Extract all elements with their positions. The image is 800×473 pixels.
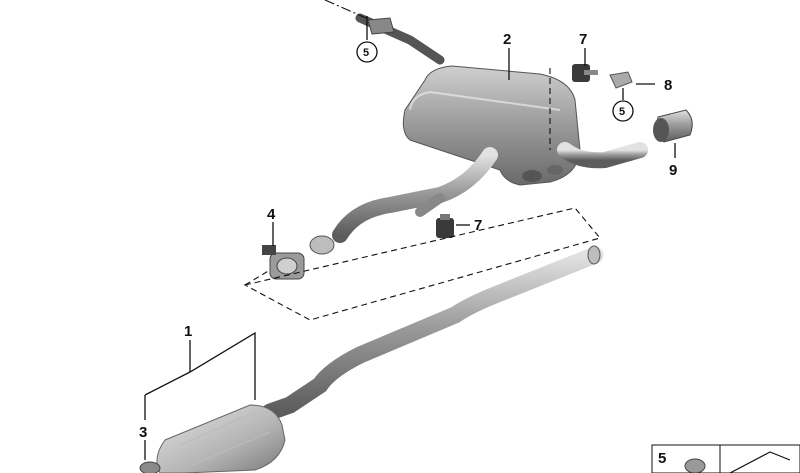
callout-4: 4: [267, 206, 276, 223]
legend-arrow-icon: [729, 451, 791, 473]
pipe-end-left: [309, 235, 335, 255]
callout-2: 2: [503, 31, 511, 48]
callout-3: 3: [139, 424, 147, 441]
callout-7-upper: 7: [579, 31, 587, 48]
bracket-8: [609, 71, 633, 89]
callout-8: 8: [664, 77, 672, 94]
clamp-4: [262, 245, 305, 280]
dashed-link: [244, 269, 271, 286]
rear-muffler: [402, 65, 581, 186]
legend-nut-icon: [684, 458, 706, 473]
legend-box: 5: [651, 444, 800, 473]
center-pipe: [261, 246, 604, 421]
callout-5a: 5: [363, 47, 369, 59]
y-pipe: [332, 147, 498, 243]
callout-1: 1: [184, 323, 192, 340]
leader-1-bracket: [144, 331, 256, 400]
callout-7-lower: 7: [474, 217, 482, 234]
callout-5a-circle: [356, 41, 378, 63]
dashed-boundary: [243, 207, 601, 321]
rubber-hanger-7-upper: [572, 64, 598, 82]
tail-pipe-right: [557, 142, 648, 169]
callout-5b: 5: [619, 106, 625, 118]
callout-9: 9: [669, 162, 677, 179]
small-clamp-top: [367, 17, 395, 35]
legend-key-label: 5: [658, 450, 666, 467]
rubber-hanger-7-lower: [436, 214, 454, 238]
catalytic-converter: [139, 404, 286, 473]
callout-5b-circle: [612, 100, 634, 122]
tailpipe-trim-9: [653, 109, 693, 143]
